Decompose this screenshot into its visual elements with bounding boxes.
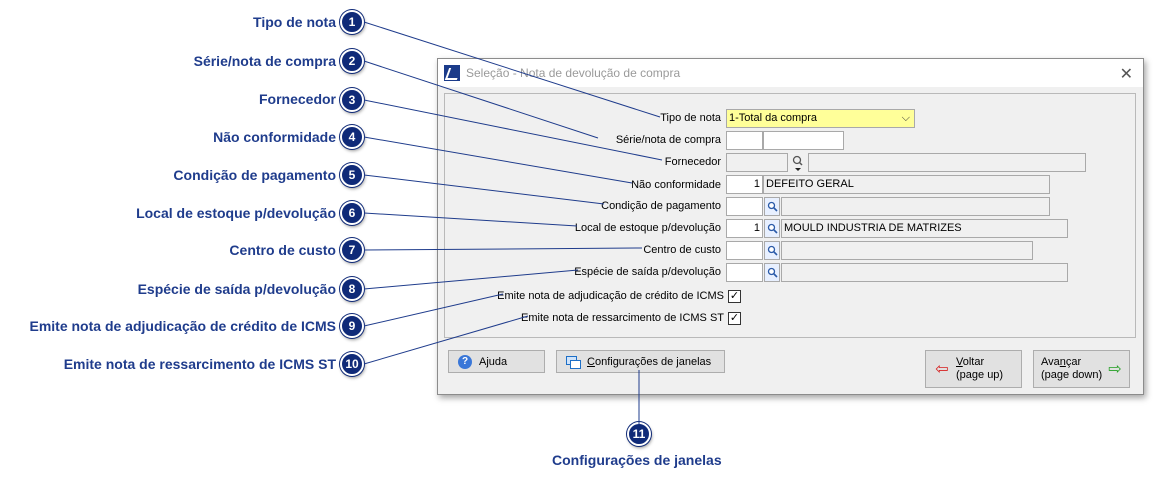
serie-nota-label: Série/nota de compra <box>615 134 721 146</box>
callout-label-10: Emite nota de ressarcimento de ICMS ST <box>63 356 336 372</box>
callout-badge-11: 11 <box>627 422 651 446</box>
centro-custo-search-icon[interactable] <box>764 241 780 260</box>
local-estoque-label: Local de estoque p/devolução <box>574 222 721 234</box>
arrow-right-icon: ⇨ <box>1108 361 1122 378</box>
dialog-titlebar: Seleção - Nota de devolução de compra ✕ <box>438 59 1143 87</box>
centro-custo-label: Centro de custo <box>643 244 721 256</box>
condicao-pagamento-code-input[interactable] <box>726 197 763 216</box>
callout-badge-5: 5 <box>340 163 364 187</box>
local-estoque-name-field: MOULD INDUSTRIA DE MATRIZES <box>781 219 1068 238</box>
nao-conformidade-label: Não conformidade <box>631 179 721 191</box>
ajuda-button[interactable]: ? Ajuda <box>448 350 545 373</box>
callout-label-3: Fornecedor <box>258 91 336 107</box>
callout-label-6: Local de estoque p/devolução <box>136 205 336 221</box>
nao-conformidade-name-field: DEFEITO GERAL <box>763 175 1050 194</box>
callout-badge-1: 1 <box>340 10 364 34</box>
tipo-nota-value: 1-Total da compra <box>729 112 818 124</box>
fornecedor-name-field <box>808 153 1086 172</box>
configuracoes-janelas-button[interactable]: Configurações de janelas <box>556 350 725 373</box>
callout-badge-4: 4 <box>340 125 364 149</box>
especie-saida-label: Espécie de saída p/devolução <box>574 266 721 278</box>
condicao-pagamento-label: Condição de pagamento <box>601 200 721 212</box>
help-icon: ? <box>458 354 472 369</box>
arrow-left-icon: ⇦ <box>935 361 949 378</box>
condicao-pagamento-name-field <box>781 197 1050 216</box>
tipo-nota-select[interactable]: 1-Total da compra ⌵ <box>726 109 915 128</box>
app-logo-icon <box>444 65 460 81</box>
chevron-down-icon[interactable]: ⌵ <box>901 112 910 124</box>
callout-badge-7: 7 <box>340 238 364 262</box>
emite-adjudicacao-checkbox[interactable]: ✓ <box>728 290 741 303</box>
callout-label-4: Não conformidade <box>213 129 336 145</box>
voltar-button[interactable]: ⇦ Voltar(page up) <box>925 350 1022 388</box>
especie-saida-name-field <box>781 263 1068 282</box>
callout-badge-2: 2 <box>340 49 364 73</box>
fornecedor-label: Fornecedor <box>664 156 721 168</box>
callout-label-9: Emite nota de adjudicação de crédito de … <box>29 318 336 334</box>
emite-ressarcimento-label: Emite nota de ressarcimento de ICMS ST <box>521 312 724 324</box>
avancar-button[interactable]: Avançar(page down) ⇨ <box>1033 350 1130 388</box>
callout-label-2: Série/nota de compra <box>193 53 336 69</box>
callout-badge-8: 8 <box>340 277 364 301</box>
centro-custo-name-field <box>781 241 1033 260</box>
callout-label-5: Condição de pagamento <box>173 167 336 183</box>
callout-label-8: Espécie de saída p/devolução <box>137 281 336 297</box>
centro-custo-code-input[interactable] <box>726 241 763 260</box>
especie-saida-code-input[interactable] <box>726 263 763 282</box>
callout-label-1: Tipo de nota <box>253 14 336 30</box>
callout-badge-10: 10 <box>340 352 364 376</box>
callout-label-7: Centro de custo <box>229 242 336 258</box>
callout-badge-9: 9 <box>340 314 364 338</box>
callout-badge-3: 3 <box>340 88 364 112</box>
fornecedor-search-icon[interactable] <box>790 153 806 172</box>
selection-dialog: Seleção - Nota de devolução de compra ✕ … <box>437 58 1144 395</box>
dialog-title: Seleção - Nota de devolução de compra <box>466 66 681 80</box>
close-icon[interactable]: ✕ <box>1119 66 1133 83</box>
especie-saida-search-icon[interactable] <box>764 263 780 282</box>
emite-adjudicacao-label: Emite nota de adjudicação de crédito de … <box>497 290 724 302</box>
callout-badge-6: 6 <box>340 201 364 225</box>
selection-panel: Tipo de nota 1-Total da compra ⌵ Série/n… <box>444 93 1136 338</box>
callout-label-11: Configurações de janelas <box>552 452 722 468</box>
nota-compra-input[interactable] <box>763 131 844 150</box>
fornecedor-code-input[interactable] <box>726 153 788 172</box>
windows-icon <box>566 355 581 369</box>
tipo-nota-label: Tipo de nota <box>660 112 721 124</box>
nao-conformidade-code-input[interactable]: 1 <box>726 175 763 194</box>
local-estoque-code-input[interactable]: 1 <box>726 219 763 238</box>
local-estoque-search-icon[interactable] <box>764 219 780 238</box>
serie-input[interactable] <box>726 131 763 150</box>
emite-ressarcimento-checkbox[interactable]: ✓ <box>728 312 741 325</box>
condicao-pagamento-search-icon[interactable] <box>764 197 780 216</box>
